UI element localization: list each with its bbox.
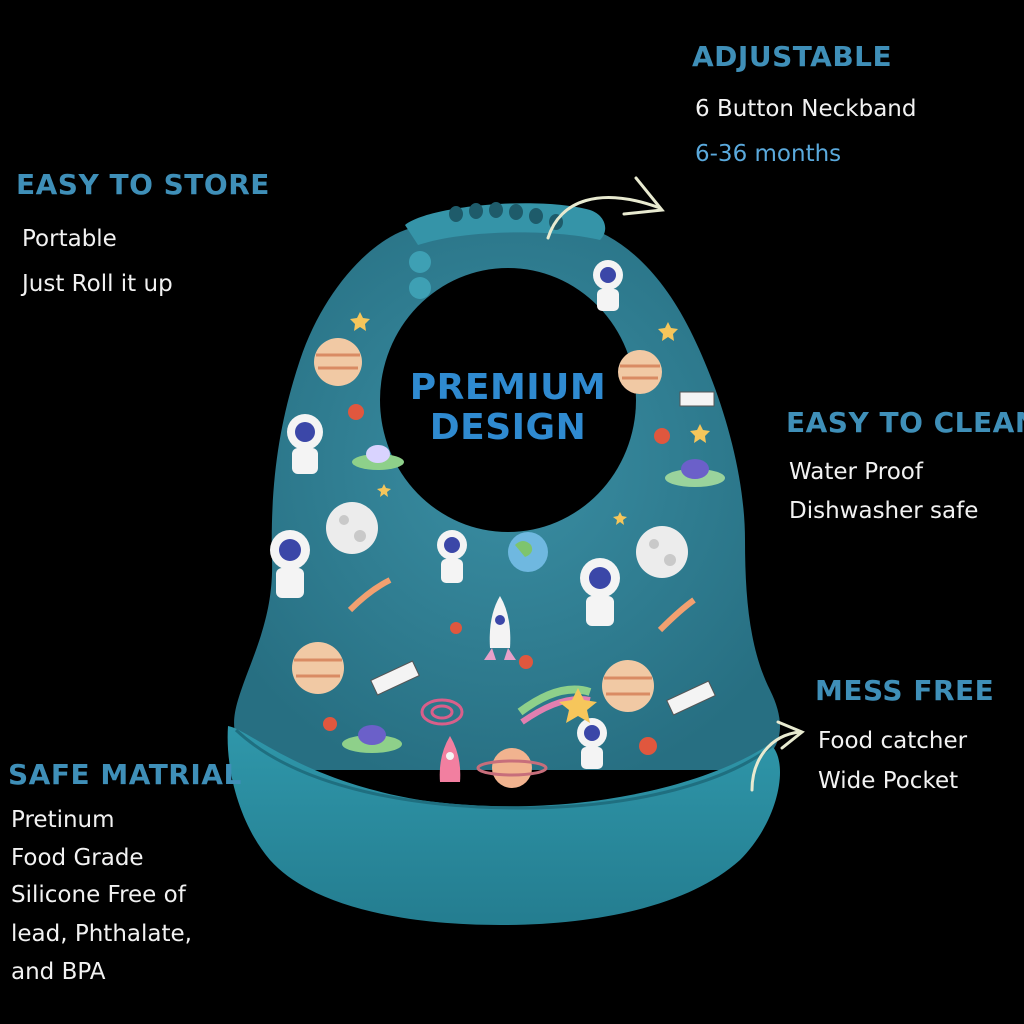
- comet-icon: [517, 685, 597, 725]
- mess-line-1: Food catcher: [818, 728, 968, 754]
- moon-icon: [326, 502, 378, 554]
- center-title-line2: DESIGN: [429, 407, 587, 448]
- safe-line-3: Silicone Free of: [11, 882, 186, 908]
- safe-line-4: lead, Phthalate,: [11, 921, 192, 947]
- planet-icon: [292, 642, 344, 694]
- ufo-icon: [352, 445, 404, 470]
- satellite-icon: [370, 391, 716, 716]
- ufo-icon: [665, 459, 725, 487]
- astronaut-icon: [580, 558, 620, 626]
- center-title: PREMIUM DESIGN: [388, 368, 628, 448]
- store-line-1: Portable: [22, 226, 117, 252]
- clean-line-2: Dishwasher safe: [789, 498, 979, 524]
- comet-icon: [347, 577, 696, 633]
- moon-icon: [636, 526, 688, 578]
- curved-arrow-icon: [750, 720, 805, 792]
- button-knob: [409, 251, 431, 273]
- safe-heading: SAFE MATRIAL: [8, 758, 242, 791]
- clean-heading: EASY TO CLEAN: [786, 406, 1024, 439]
- galaxy-icon: [420, 698, 464, 726]
- safe-line-5: and BPA: [11, 959, 106, 985]
- adjustable-heading: ADJUSTABLE: [692, 40, 893, 73]
- planet-icon: [618, 350, 662, 394]
- astronaut-icon: [577, 718, 607, 769]
- rocket-icon: [484, 596, 516, 660]
- planet-icon: [314, 338, 362, 386]
- neck-hole: [380, 268, 636, 532]
- planet-icon: [602, 660, 654, 712]
- astronaut-icon: [270, 530, 310, 598]
- store-line-2: Just Roll it up: [22, 271, 173, 297]
- mess-line-2: Wide Pocket: [818, 768, 959, 794]
- astronaut-icon: [287, 414, 323, 474]
- button-knob: [409, 277, 431, 299]
- astronaut-icon: [593, 260, 623, 311]
- ufo-icon: [342, 725, 402, 753]
- safe-line-1: Pretinum: [11, 807, 115, 833]
- mess-heading: MESS FREE: [815, 674, 995, 707]
- safe-line-2: Food Grade: [11, 845, 144, 871]
- star-icon: [350, 312, 710, 525]
- planet-icon: [476, 748, 548, 788]
- rocket-icon: [439, 736, 461, 782]
- red-dot-planet: [323, 404, 670, 755]
- adjustable-line-1: 6 Button Neckband: [695, 96, 917, 122]
- earth-icon: [508, 532, 548, 572]
- curved-arrow-icon: [546, 176, 665, 240]
- center-title-line1: PREMIUM: [409, 367, 607, 408]
- adjustable-line-2: 6-36 months: [695, 141, 842, 167]
- food-pocket: [227, 726, 781, 925]
- store-heading: EASY TO STORE: [16, 168, 270, 201]
- clean-line-1: Water Proof: [789, 459, 923, 485]
- astronaut-icon: [437, 530, 467, 583]
